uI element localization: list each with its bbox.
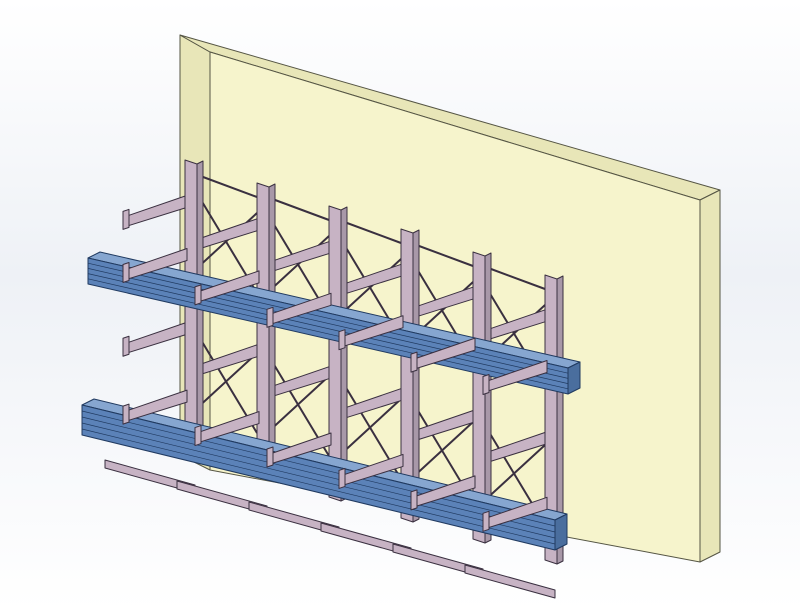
arm-end-stop xyxy=(338,467,346,489)
brace xyxy=(338,398,402,457)
top-tie xyxy=(338,219,402,244)
column-side xyxy=(412,229,420,523)
cantilever-arm xyxy=(122,321,188,355)
arm-end-stop xyxy=(338,329,346,351)
top-tie xyxy=(482,265,546,290)
column-side xyxy=(268,183,276,481)
column xyxy=(256,182,270,481)
arm-end-stop xyxy=(410,489,418,511)
brace xyxy=(482,444,546,503)
arm-end-stop xyxy=(266,446,274,468)
arm-end-stop xyxy=(266,306,274,328)
arm-end-stop xyxy=(194,425,202,447)
wall-right-side xyxy=(699,189,721,563)
top-tie xyxy=(410,242,474,267)
bar-line xyxy=(87,262,569,374)
base-foot xyxy=(464,564,556,599)
rack-columns xyxy=(184,159,564,565)
column-side xyxy=(340,206,348,502)
rack-bases xyxy=(104,459,556,599)
arm-end-stop xyxy=(482,374,490,395)
bar-line xyxy=(87,268,569,379)
rack-front-arms xyxy=(122,248,548,532)
arm-end-stop xyxy=(194,284,202,306)
upper-bundle-end xyxy=(567,361,581,395)
arm-end-stop xyxy=(482,510,490,532)
bar-line xyxy=(81,428,556,545)
arm-end-stop xyxy=(122,262,130,283)
bar-line xyxy=(87,273,569,384)
column xyxy=(184,159,198,460)
brace xyxy=(410,421,474,480)
top-tie xyxy=(194,173,258,198)
cantilever-arm xyxy=(122,194,188,228)
arm-end-stop xyxy=(410,351,418,373)
bar-line xyxy=(87,278,569,390)
bar-line xyxy=(81,416,556,533)
brace xyxy=(266,375,330,434)
column-side xyxy=(484,252,492,544)
arm-end-stop xyxy=(122,403,130,425)
lower-bundle-end xyxy=(554,513,568,551)
arm-end-stop xyxy=(122,208,130,230)
column-side xyxy=(556,275,564,565)
arm-end-stop xyxy=(122,335,130,357)
top-tie xyxy=(266,196,330,221)
bar-line xyxy=(81,422,556,539)
bar-line xyxy=(81,410,556,527)
brace xyxy=(194,352,258,411)
